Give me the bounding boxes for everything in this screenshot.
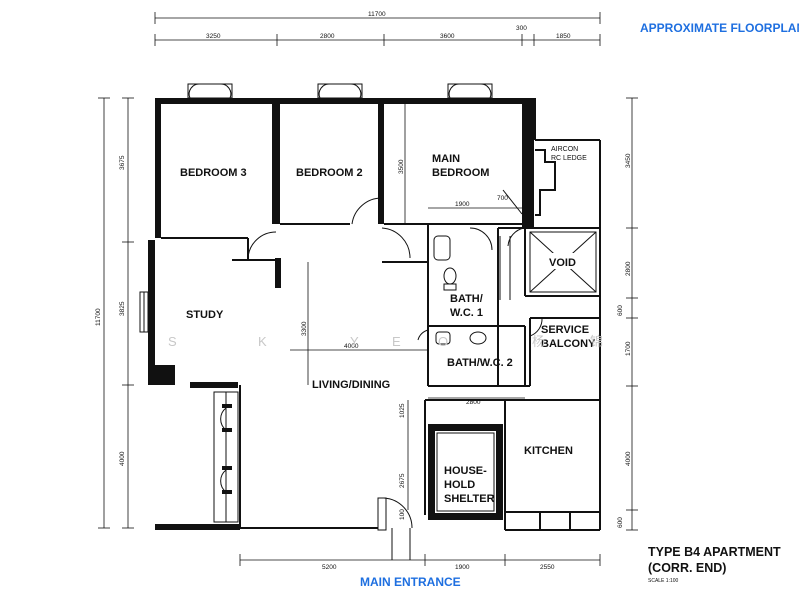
dim-left-3825: 3825 [119, 301, 126, 316]
room-label-shelter-2: HOLD [444, 479, 475, 491]
aircon-ledge [502, 149, 556, 216]
watermark-char-3: Y [350, 334, 359, 349]
apartment-variant-label: (CORR. END) [648, 561, 726, 575]
scale-label: SCALE 1:100 [648, 578, 679, 584]
dim-in-100: 100 [399, 509, 406, 520]
study-window [139, 291, 149, 333]
dim-in-2800: 2800 [466, 399, 481, 406]
dim-top-3250: 3250 [206, 33, 221, 40]
interior-walls [161, 104, 600, 530]
void-box [529, 231, 597, 293]
dim-bottom-2550: 2550 [540, 564, 555, 571]
dim-right-4000: 4000 [625, 451, 632, 466]
room-label-bath1-line1: BATH/ [450, 293, 483, 305]
dim-in-700: 700 [497, 195, 508, 202]
room-label-bedroom-3: BEDROOM 3 [180, 167, 247, 179]
watermark-char-4: E [392, 334, 401, 349]
floorplan-title: APPROXIMATE FLOORPLAN [640, 21, 799, 35]
watermark-char-2: K [258, 334, 267, 349]
room-label-service-1: SERVICE [541, 324, 589, 336]
dim-right-600a: 600 [617, 305, 624, 316]
interior-dimension-lines [290, 104, 525, 510]
dim-bottom-5200: 5200 [322, 564, 337, 571]
door-swings [247, 197, 543, 560]
dim-top-300: 300 [516, 25, 527, 32]
room-label-bath1-line2: W.C. 1 [450, 307, 483, 319]
living-windows [213, 391, 239, 523]
dim-in-1900: 1900 [455, 201, 470, 208]
dim-in-1025: 1025 [399, 403, 406, 418]
dim-top-1850: 1850 [556, 33, 571, 40]
dim-right-1700: 1700 [625, 341, 632, 356]
watermark: S K Y E O 杨 锦 [168, 334, 603, 349]
room-label-study: STUDY [186, 309, 224, 321]
top-windows [187, 83, 493, 99]
room-label-kitchen: KITCHEN [524, 445, 573, 457]
top-dimension-lines [154, 12, 601, 46]
watermark-char-6: 杨 [532, 334, 545, 349]
room-label-living-dining: LIVING/DINING [312, 379, 390, 391]
dim-left-3675: 3675 [119, 155, 126, 170]
dim-right-2800: 2800 [625, 261, 632, 276]
dim-in-2675: 2675 [399, 473, 406, 488]
dim-top-3600: 3600 [440, 33, 455, 40]
room-label-shelter-1: HOUSE- [444, 465, 487, 477]
dim-top-total: 11700 [368, 11, 386, 18]
bottom-dimension-lines [239, 554, 601, 566]
room-label-bedroom-2: BEDROOM 2 [296, 167, 363, 179]
right-dimension-lines [626, 97, 638, 531]
room-label-service-2: BALCONY [541, 338, 596, 350]
bathroom-fixtures [433, 235, 511, 345]
left-dimension-lines [98, 97, 134, 529]
room-label-main-bedroom-1: MAIN [432, 153, 460, 165]
room-label-shelter-3: SHELTER [444, 493, 495, 505]
dim-left-total: 11700 [95, 308, 102, 326]
label-aircon: AIRCON [551, 146, 578, 153]
watermark-char-7: 锦 [590, 334, 603, 349]
dim-bottom-1900: 1900 [455, 564, 470, 571]
household-shelter-walls [428, 424, 503, 520]
apartment-type-label: TYPE B4 APARTMENT [648, 545, 781, 559]
room-label-bath2: BATH/W.C. 2 [447, 357, 513, 369]
main-entrance-label: MAIN ENTRANCE [360, 575, 461, 589]
watermark-char-5: O [438, 334, 448, 349]
dim-top-2800: 2800 [320, 33, 335, 40]
dim-right-600b: 600 [617, 517, 624, 528]
label-rc-ledge: RC LEDGE [551, 155, 587, 162]
dim-in-4000: 4000 [344, 343, 359, 350]
dim-left-4000: 4000 [119, 451, 126, 466]
dim-in-3500: 3500 [398, 159, 405, 174]
watermark-char-1: S [168, 334, 177, 349]
dim-right-3450: 3450 [625, 153, 632, 168]
dim-in-3300: 3300 [301, 321, 308, 336]
room-label-void: VOID [549, 257, 576, 269]
room-label-main-bedroom-2: BEDROOM [432, 167, 489, 179]
outer-walls [148, 98, 601, 531]
